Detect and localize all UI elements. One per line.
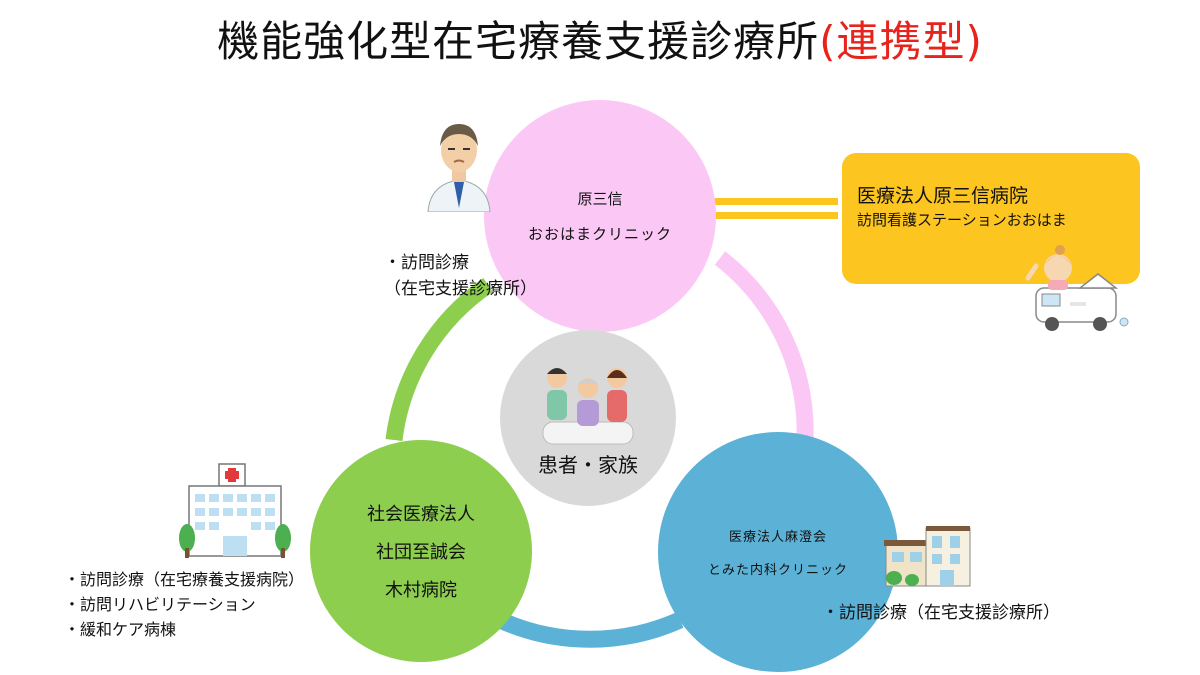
doctor-icon (427, 124, 491, 212)
patient-family-circle: 患者・家族 (500, 330, 676, 506)
note-top-line2: （在宅支援診療所） (384, 279, 537, 299)
circle-top-line2: おおはまクリニック (527, 225, 672, 243)
visiting-nurse-station-box: 医療法人原三信病院 訪問看護ステーションおおはま (842, 153, 1140, 284)
clinic-circle-ohama: 原三信 おおはまクリニック (484, 100, 716, 332)
ring-segment-pink (714, 251, 814, 441)
partner-box-line1: 医療法人原三信病院 (857, 185, 1029, 207)
hospital-circle-kimura: 社会医療法人 社団至誠会 木村病院 (310, 440, 532, 662)
title-main: 機能強化型在宅療養支援診療所 (217, 17, 820, 66)
circle-top-line1: 原三信 (577, 190, 623, 208)
clinic-circle-tomita: 医療法人麻澄会 とみた内科クリニック (658, 432, 898, 672)
patient-family-label: 患者・家族 (538, 453, 638, 477)
title-accent: (連携型) (819, 17, 983, 66)
clinic-building-icon (884, 526, 971, 587)
note-left-line1: ・訪問診療（在宅療養支援病院） (64, 570, 305, 589)
circle-left-line2: 社団至誠会 (376, 542, 466, 563)
note-top-line1: ・訪問診療 (384, 253, 469, 273)
circle-right-line2: とみた内科クリニック (707, 563, 848, 578)
ring-segment-blue (496, 612, 684, 648)
circle-right-line1: 医療法人麻澄会 (728, 530, 827, 545)
double-connector-line (714, 198, 838, 219)
circle-left-line1: 社会医療法人 (367, 504, 475, 525)
page-title: 機能強化型在宅療養支援診療所(連携型) (0, 8, 1200, 69)
hospital-building-icon (179, 463, 291, 558)
circle-left-line3: 木村病院 (385, 580, 457, 601)
note-left-line2: ・訪問リハビリテーション (64, 595, 256, 614)
note-right: ・訪問診療（在宅支援診療所） (822, 603, 1060, 623)
note-left-line3: ・緩和ケア病棟 (64, 620, 177, 639)
nurse-car-icon (1025, 245, 1129, 331)
family-icon (542, 368, 634, 445)
partner-box-line2: 訪問看護ステーションおおはま (857, 211, 1067, 229)
ring-segment-green (385, 277, 493, 442)
